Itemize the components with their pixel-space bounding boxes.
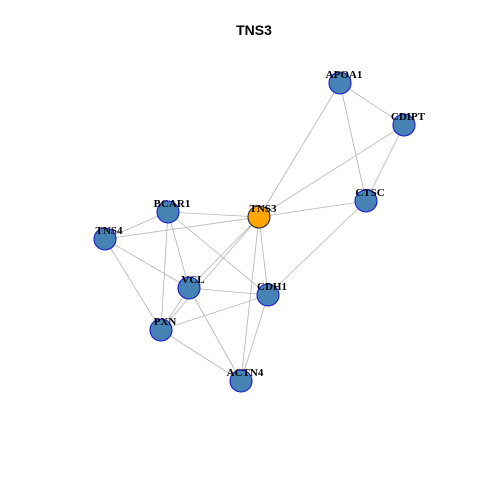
- node-pxn: [149, 318, 173, 342]
- node-apoa1: [328, 71, 352, 95]
- node-label-apoa1: APOA1: [326, 69, 363, 81]
- node-tns4: [93, 227, 117, 251]
- edge-tns3-actn4: [240, 216, 260, 382]
- node-label-cdh1: CDH1: [257, 281, 287, 293]
- edge-apoa1-cdipt: [339, 82, 405, 126]
- node-actn4: [229, 369, 253, 393]
- edge-tns4-pxn: [104, 238, 162, 331]
- edge-tns3-vcl: [188, 216, 260, 289]
- edge-bcar1-pxn: [160, 211, 169, 331]
- edge-ctsc-cdh1: [267, 200, 367, 296]
- node-cdipt: [392, 113, 416, 137]
- node-bcar1: [156, 200, 180, 224]
- graph-title: TNS3: [236, 22, 272, 38]
- edge-tns4-vcl: [104, 238, 190, 289]
- edge-bcar1-tns3: [167, 211, 260, 218]
- node-ctsc: [354, 189, 378, 213]
- node-label-ctsc: CTSC: [355, 187, 384, 199]
- node-label-cdipt: CDIPT: [391, 111, 426, 123]
- edge-pxn-actn4: [160, 329, 242, 382]
- edge-apoa1-tns3: [258, 82, 341, 218]
- edge-bcar1-cdh1: [167, 211, 269, 296]
- node-label-tns4: TNS4: [96, 225, 123, 237]
- node-vcl: [177, 276, 201, 300]
- edge-vcl-actn4: [188, 287, 242, 382]
- edge-tns3-cdh1: [258, 216, 269, 296]
- edge-ctsc-tns3: [258, 200, 367, 218]
- node-label-bcar1: BCAR1: [154, 198, 191, 210]
- nodes-layer: [93, 71, 416, 393]
- node-label-tns3: TNS3: [250, 203, 277, 215]
- edge-cdipt-tns3: [258, 124, 405, 218]
- edge-cdh1-pxn: [160, 294, 269, 331]
- edge-bcar1-vcl: [167, 211, 190, 289]
- node-label-pxn: PXN: [154, 316, 177, 328]
- edge-vcl-cdh1: [188, 287, 269, 296]
- edge-tns4-tns3: [104, 216, 260, 240]
- node-tns3: [247, 205, 271, 229]
- edge-cdh1-actn4: [240, 294, 269, 382]
- node-label-vcl: VCL: [181, 274, 204, 286]
- edges-layer: [104, 82, 405, 382]
- edge-cdipt-ctsc: [365, 124, 405, 202]
- node-label-actn4: ACTN4: [227, 367, 264, 379]
- edge-tns3-pxn: [160, 216, 260, 331]
- node-cdh1: [256, 283, 280, 307]
- edge-apoa1-ctsc: [339, 82, 367, 202]
